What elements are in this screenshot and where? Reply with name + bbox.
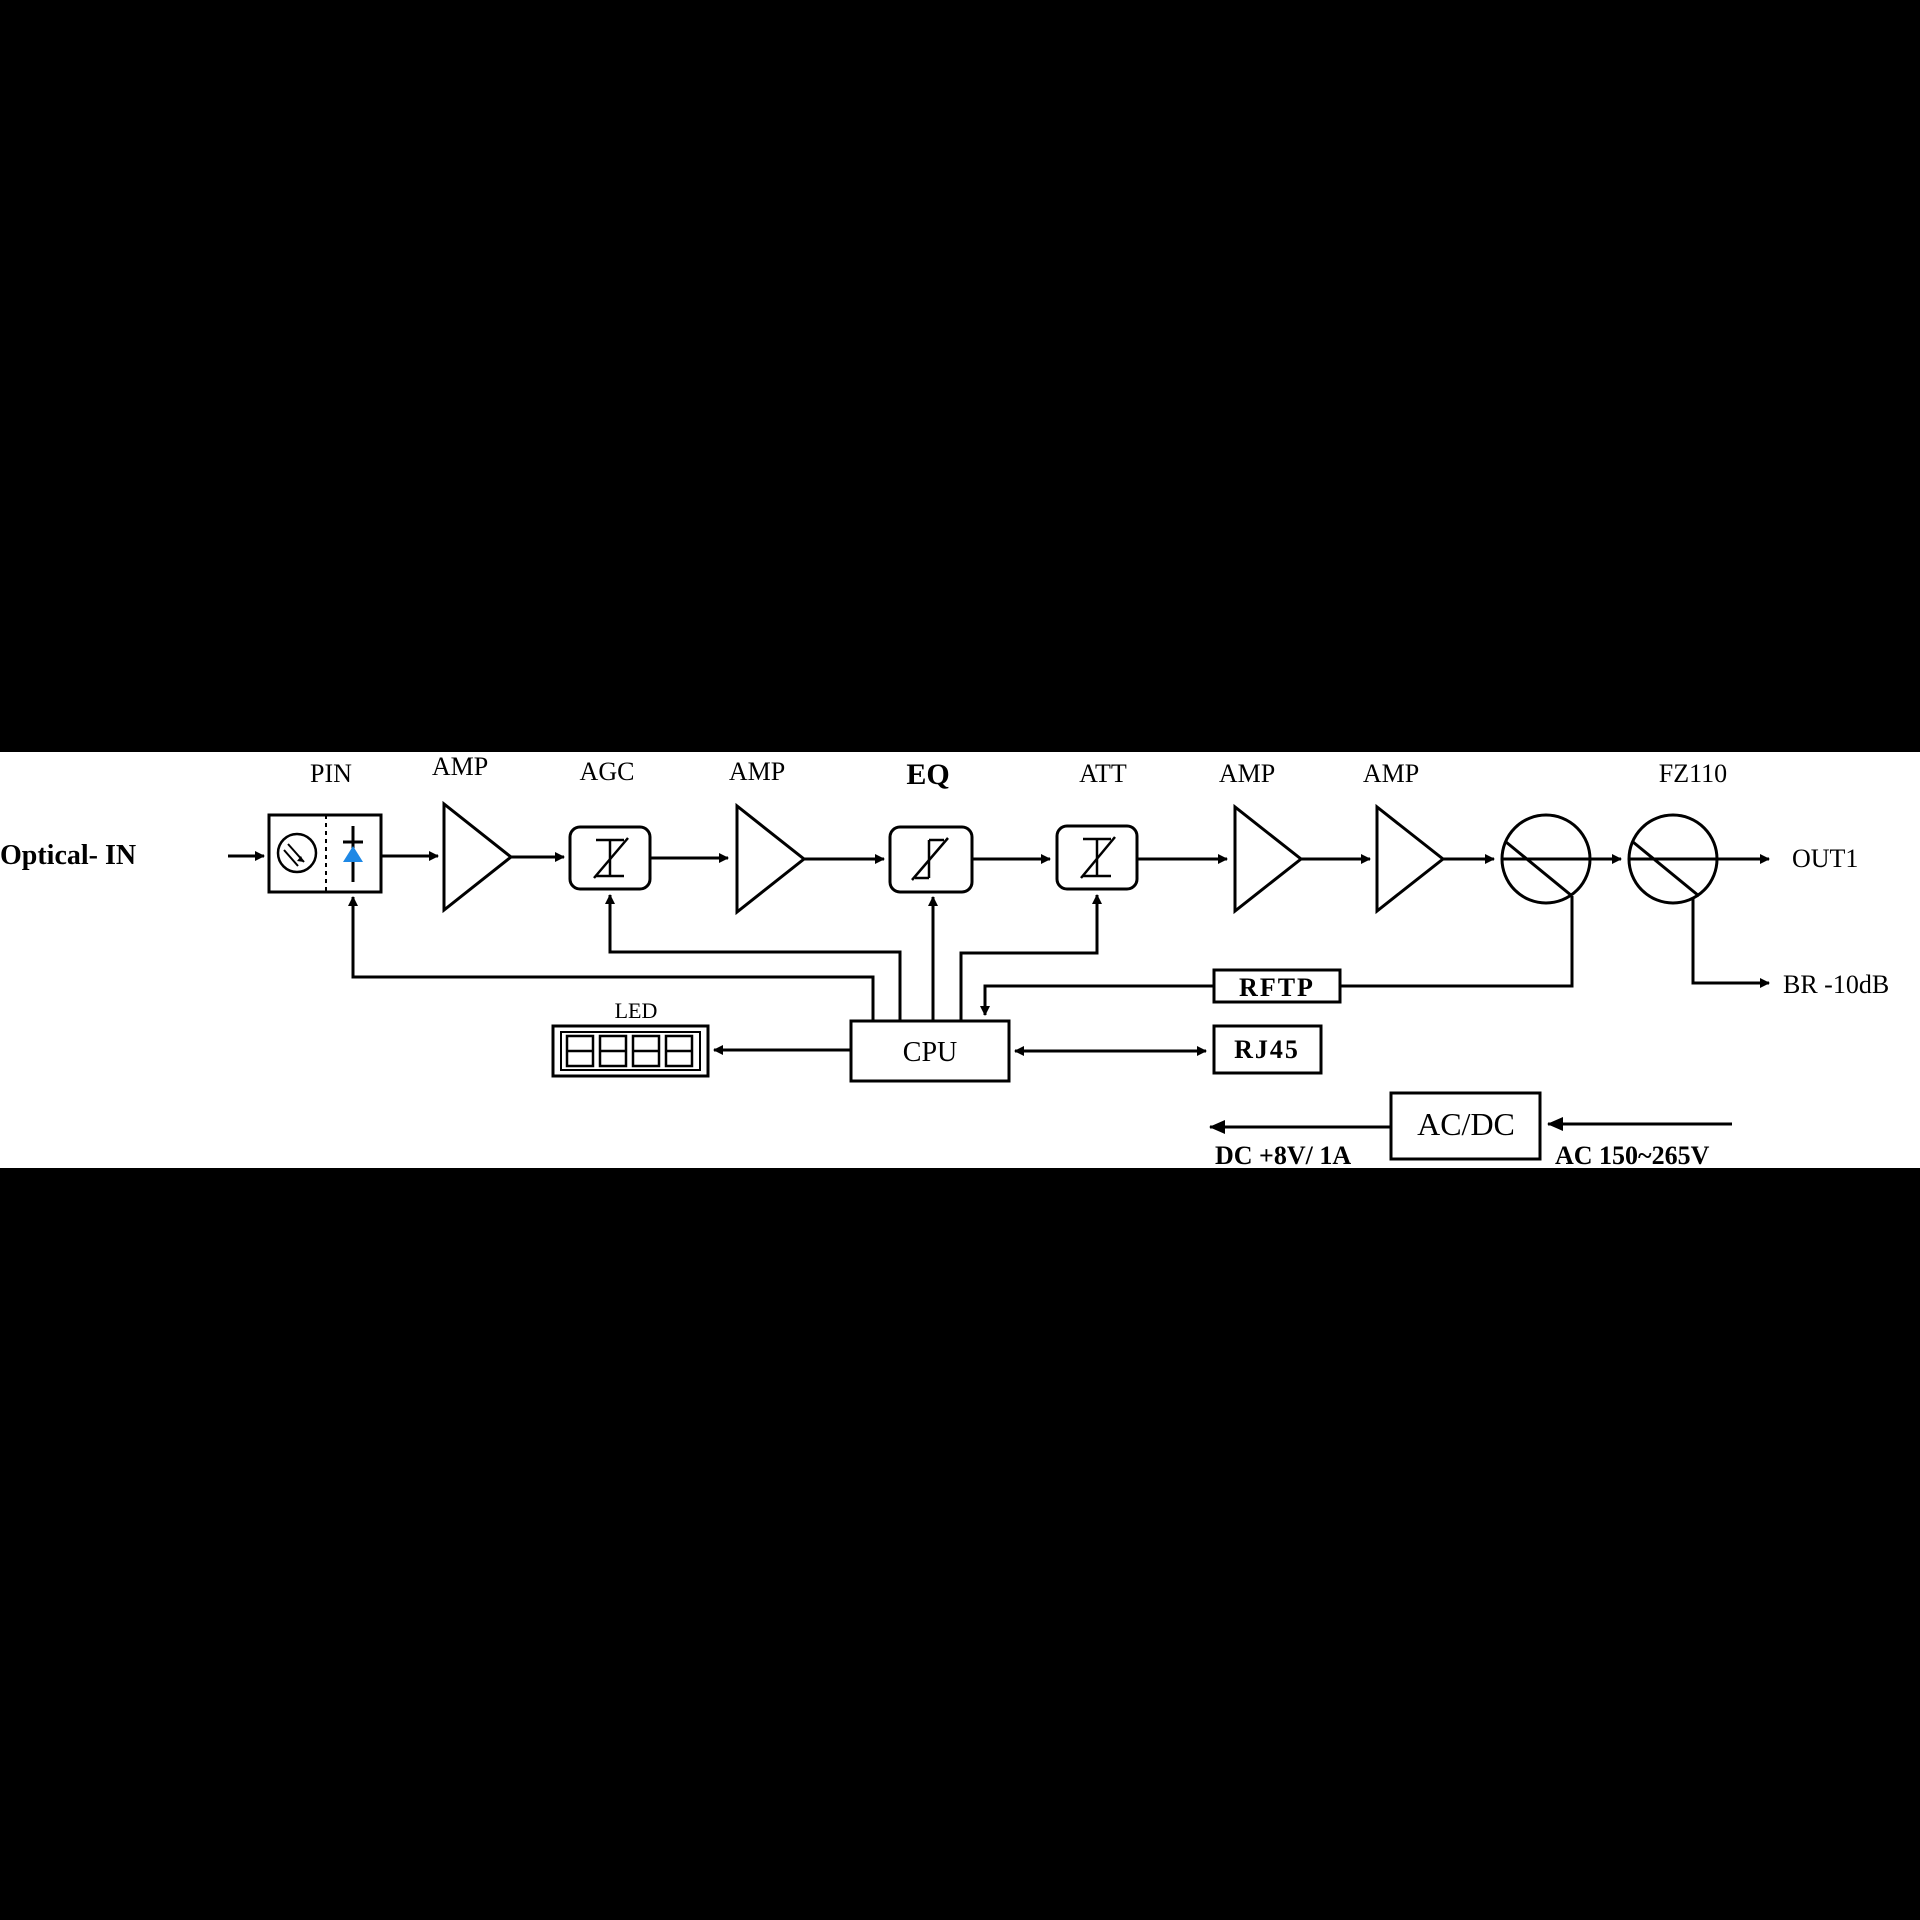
amp1-label: AMP [432, 752, 488, 781]
amp2-label: AMP [729, 757, 785, 786]
amp3-block [1233, 803, 1304, 915]
ac-in-label: AC 150~265V [1555, 1141, 1710, 1170]
fz110-coupler-block [1627, 813, 1719, 905]
att-block [1055, 824, 1139, 891]
acdc-block: AC/DC [1389, 1091, 1542, 1161]
amp2-block [735, 802, 807, 916]
variable-attenuator-icon [593, 837, 629, 879]
svg-text:RFTP: RFTP [1239, 973, 1315, 1002]
svg-text:AC/DC: AC/DC [1417, 1106, 1515, 1142]
agc-label: AGC [580, 757, 635, 786]
seven-segment-display-icon [565, 1034, 694, 1068]
equalizer-icon [911, 837, 949, 881]
fz110-label: FZ110 [1659, 759, 1727, 788]
amp4-label: AMP [1363, 759, 1419, 788]
variable-attenuator-icon [1080, 836, 1116, 879]
amp1-block [442, 800, 514, 914]
amp4-block [1375, 803, 1446, 915]
svg-text:RJ45: RJ45 [1234, 1035, 1300, 1064]
led-display [551, 1024, 710, 1078]
rj45-block: RJ45 [1212, 1024, 1323, 1075]
dc-out-label: DC +8V/ 1A [1215, 1141, 1351, 1170]
optical-in-label: Optical- IN [0, 840, 136, 871]
svg-text:CPU: CPU [903, 1037, 957, 1068]
amp3-label: AMP [1219, 759, 1275, 788]
eq-block [888, 825, 974, 894]
br-label: BR -10dB [1783, 970, 1889, 999]
led-label: LED [615, 998, 658, 1023]
pin-label: PIN [310, 759, 352, 788]
eq-label: EQ [906, 758, 949, 791]
cpu-block: CPU [849, 1019, 1011, 1083]
coupler1-block [1500, 813, 1592, 905]
att-label: ATT [1079, 759, 1127, 788]
agc-block [568, 825, 652, 891]
out1-label: OUT1 [1792, 844, 1858, 873]
rftp-block: RFTP [1212, 968, 1342, 1004]
diode-icon [343, 826, 363, 882]
pin-block [267, 813, 383, 894]
photodiode-icon [276, 832, 318, 874]
